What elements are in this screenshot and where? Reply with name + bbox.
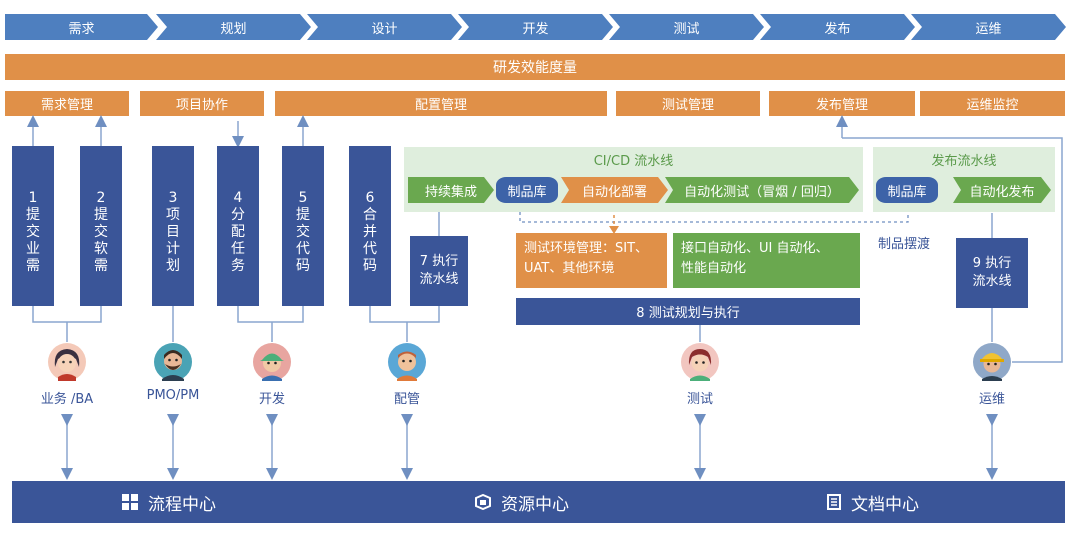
release-management-bar: 发布管理 bbox=[769, 91, 915, 116]
release-artifact-repo-cylinder: 制品库 bbox=[876, 177, 938, 203]
ops-monitor-bar: 运维监控 bbox=[920, 91, 1065, 116]
step-8-test-plan-execute: 8 测试规划与执行 bbox=[516, 298, 860, 325]
step-7-run-pipeline: 7 执行流水线 bbox=[410, 236, 468, 306]
phase-planning: 规划 bbox=[156, 14, 311, 40]
bottom-centers-bar: 流程中心 资源中心 文档中心 bbox=[12, 481, 1065, 523]
auto-test-step: 自动化测试（冒烟 / 回归） bbox=[665, 177, 859, 203]
auto-deploy-step: 自动化部署 bbox=[561, 177, 668, 203]
project-collab-bar: 项目协作 bbox=[140, 91, 264, 116]
developer-avatar bbox=[253, 343, 291, 381]
artifact-transfer-label: 制品摆渡 bbox=[878, 237, 931, 252]
step-9-run-pipeline: 9 执行流水线 bbox=[956, 238, 1028, 308]
phase-development: 开发 bbox=[458, 14, 613, 40]
cicd-pipeline-title: CI/CD 流水线 bbox=[593, 153, 674, 169]
ops-avatar bbox=[973, 343, 1011, 381]
phase-release: 发布 bbox=[760, 14, 915, 40]
business-analyst-avatar bbox=[48, 343, 86, 381]
role-config: 配管 bbox=[393, 392, 420, 407]
role-business: 业务 /BA bbox=[40, 392, 94, 407]
release-pipeline-title: 发布流水线 bbox=[931, 153, 997, 169]
role-test: 测试 bbox=[686, 392, 713, 407]
resource-center: 资源中心 bbox=[475, 481, 569, 523]
role-ops: 运维 bbox=[978, 392, 1005, 407]
req-management-bar: 需求管理 bbox=[5, 91, 129, 116]
phase-operations: 运维 bbox=[911, 14, 1066, 40]
role-dev: 开发 bbox=[258, 392, 285, 407]
test-automation: 接口自动化、UI 自动化、性能自动化 bbox=[673, 233, 860, 288]
tester-avatar bbox=[681, 343, 719, 381]
artifact-repo-cylinder: 制品库 bbox=[496, 177, 558, 203]
cube-icon bbox=[475, 494, 491, 510]
pmo-avatar bbox=[154, 343, 192, 381]
grid-icon bbox=[122, 494, 138, 510]
document-icon bbox=[827, 494, 841, 510]
config-management-bar: 配置管理 bbox=[275, 91, 607, 116]
phase-design: 设计 bbox=[307, 14, 462, 40]
continuous-integration-step: 持续集成 bbox=[408, 177, 494, 203]
config-manager-avatar bbox=[388, 343, 426, 381]
test-management-bar: 测试管理 bbox=[616, 91, 760, 116]
auto-release-step: 自动化发布 bbox=[953, 177, 1051, 203]
metrics-bar: 研发效能度量 bbox=[5, 54, 1065, 80]
phase-testing: 测试 bbox=[609, 14, 764, 40]
document-center: 文档中心 bbox=[827, 481, 919, 523]
process-center: 流程中心 bbox=[122, 481, 216, 523]
phase-requirement: 需求 bbox=[5, 14, 158, 40]
test-env-management: 测试环境管理：SIT、UAT、其他环境 bbox=[516, 233, 667, 288]
role-pmo: PMO/PM bbox=[146, 388, 200, 403]
